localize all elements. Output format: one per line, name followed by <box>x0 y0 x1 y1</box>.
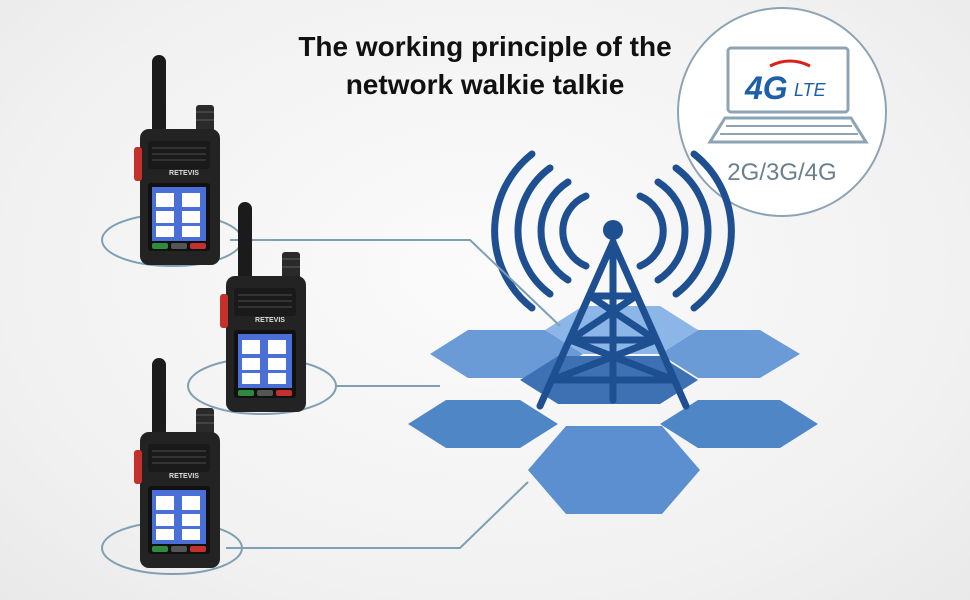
hex-cell <box>528 426 700 514</box>
network-badge: 4G LTE 2G/3G/4G <box>677 7 887 217</box>
logo-4g: 4G <box>744 70 788 106</box>
walkie-talkie-icon: RETEVIS <box>220 202 306 412</box>
walkie-talkie-icon: RETEVIS <box>134 55 220 265</box>
logo-lte: LTE <box>794 80 827 100</box>
cell-tower-icon <box>536 220 690 410</box>
lte-arc-icon <box>769 59 811 68</box>
monitor-icon <box>707 46 869 144</box>
hex-cell <box>408 400 558 448</box>
network-generations-label: 2G/3G/4G <box>727 159 836 186</box>
signal-waves-icon <box>491 150 735 312</box>
radio-brand-label: RETEVIS <box>255 317 285 324</box>
hex-cell <box>660 400 818 448</box>
title-line-1: The working principle of the <box>298 31 672 62</box>
hex-cell <box>660 330 800 378</box>
walkie-talkie-icon: RETEVIS <box>134 358 220 568</box>
radio-brand-label: RETEVIS <box>169 473 199 480</box>
title-line-2: network walkie talkie <box>345 69 625 100</box>
diagram-title: The working principle of the network wal… <box>230 28 740 104</box>
radio-brand-label: RETEVIS <box>169 170 199 177</box>
connection-lines <box>226 239 561 549</box>
